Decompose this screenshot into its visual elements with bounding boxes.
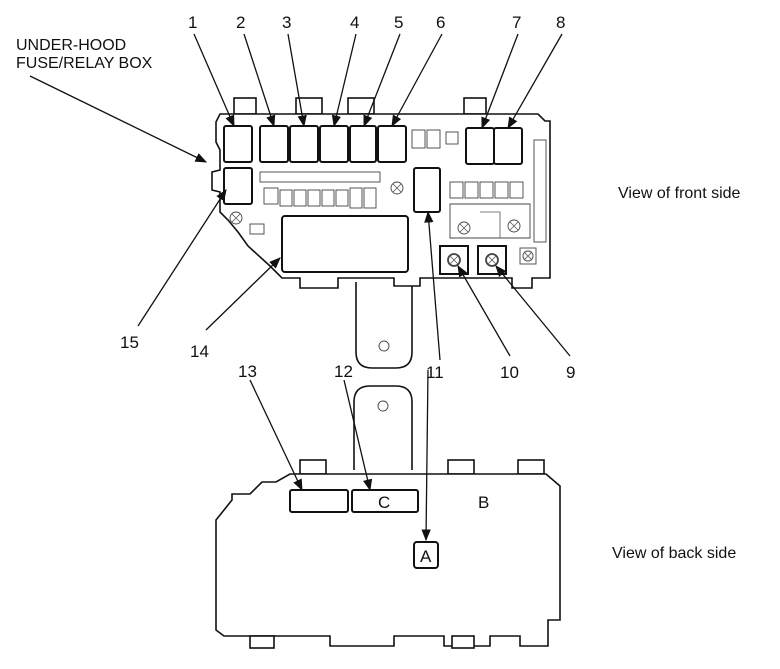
title-line-2: FUSE/RELAY BOX (16, 55, 153, 72)
leader-lines (29, 33, 571, 542)
callout-14: 14 (190, 342, 209, 361)
callout-9: 9 (566, 363, 575, 382)
connector-a-label: A (420, 547, 432, 566)
mini-fuse-row-right (449, 181, 524, 199)
mini-fuse (426, 129, 441, 149)
back-view-label: View of back side (612, 545, 736, 562)
mini-fuse (445, 131, 459, 145)
connector-c-label: C (378, 493, 390, 512)
top-tab (463, 97, 487, 115)
front-view-box (211, 97, 551, 369)
relay-6 (377, 125, 407, 163)
bracket-hole (378, 340, 390, 352)
side-strip (533, 139, 547, 243)
connector-13 (289, 489, 349, 513)
fuse-strip (259, 171, 381, 183)
relay-3 (289, 125, 319, 163)
relay-4 (319, 125, 349, 163)
mini-fuse-row-left (263, 187, 377, 209)
callout-11: 11 (426, 363, 444, 382)
connector-a (413, 541, 439, 569)
bracket-hole (377, 400, 389, 412)
small-socket (249, 223, 265, 235)
fuse-1 (223, 125, 253, 163)
callout-6: 6 (436, 13, 445, 32)
connector-block-14 (281, 215, 409, 273)
front-view-label: View of front side (618, 185, 741, 202)
top-tab (233, 97, 257, 115)
callout-15: 15 (120, 333, 139, 352)
back-view-box (215, 385, 561, 649)
back-housing-outline (215, 473, 561, 647)
relay-5 (349, 125, 377, 163)
callout-4: 4 (350, 13, 359, 32)
callout-2: 2 (236, 13, 245, 32)
mini-fuse (411, 129, 426, 149)
callout-10: 10 (500, 363, 519, 382)
connector-b-label: B (478, 493, 489, 512)
callout-5: 5 (394, 13, 403, 32)
fuse-15 (223, 167, 253, 205)
fuse-11 (413, 167, 441, 213)
callout-13: 13 (238, 362, 257, 381)
relay-7 (465, 127, 495, 165)
title-line-1: UNDER-HOOD (16, 37, 126, 54)
callout-12: 12 (334, 362, 353, 381)
relay-2 (259, 125, 289, 163)
relay-8 (493, 127, 523, 165)
connector-c (351, 489, 419, 513)
callout-3: 3 (282, 13, 291, 32)
callout-8: 8 (556, 13, 565, 32)
callout-7: 7 (512, 13, 521, 32)
callout-1: 1 (188, 13, 197, 32)
